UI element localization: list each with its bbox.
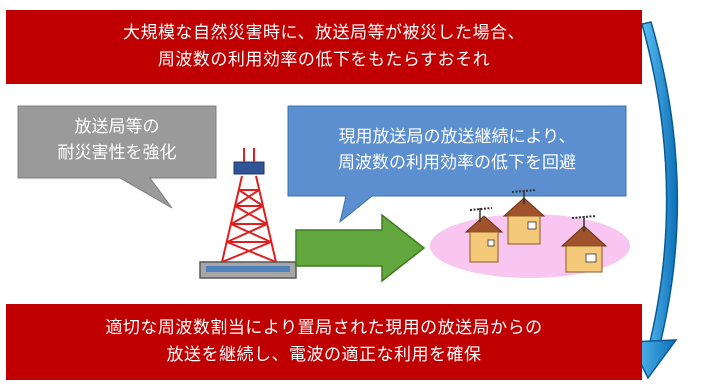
left-callout-line1: 放送局等の <box>74 117 160 137</box>
right-callout-line2: 周波数の利用効率の低下を回避 <box>338 153 576 173</box>
left-callout-line2: 耐災害性を強化 <box>57 143 177 163</box>
bottom-banner-line1: 適切な周波数割当により置局された現用の放送局からの <box>105 318 543 338</box>
broadcast-tower-icon <box>221 148 277 263</box>
house-with-antenna-icon <box>464 207 504 263</box>
top-banner-line1: 大規模な自然災害時に、放送局等が被災した場合、 <box>123 23 525 43</box>
left-callout-bubble <box>17 105 217 209</box>
house-with-antenna-icon <box>560 215 608 273</box>
bottom-banner-line2: 放送を継続し、電波の適正な利用を確保 <box>166 345 482 365</box>
top-banner-line2: 周波数の利用効率の低下をもたらすおそれ <box>157 50 491 70</box>
propagation-arrow <box>295 213 426 283</box>
house-with-antenna-icon <box>502 189 546 245</box>
right-callout-line1: 現用放送局の放送継続により、 <box>338 127 576 147</box>
left-callout-text: 放送局等の 耐災害性を強化 <box>18 114 216 166</box>
right-callout-bubble <box>287 105 627 224</box>
bottom-banner: 適切な周波数割当により置局された現用の放送局からの 放送を継続し、電波の適正な利… <box>6 304 642 380</box>
right-callout-text: 現用放送局の放送継続により、 周波数の利用効率の低下を回避 <box>288 124 626 176</box>
top-banner: 大規模な自然災害時に、放送局等が被災した場合、 周波数の利用効率の低下をもたらす… <box>6 10 642 84</box>
tower-base-inner <box>206 266 290 272</box>
